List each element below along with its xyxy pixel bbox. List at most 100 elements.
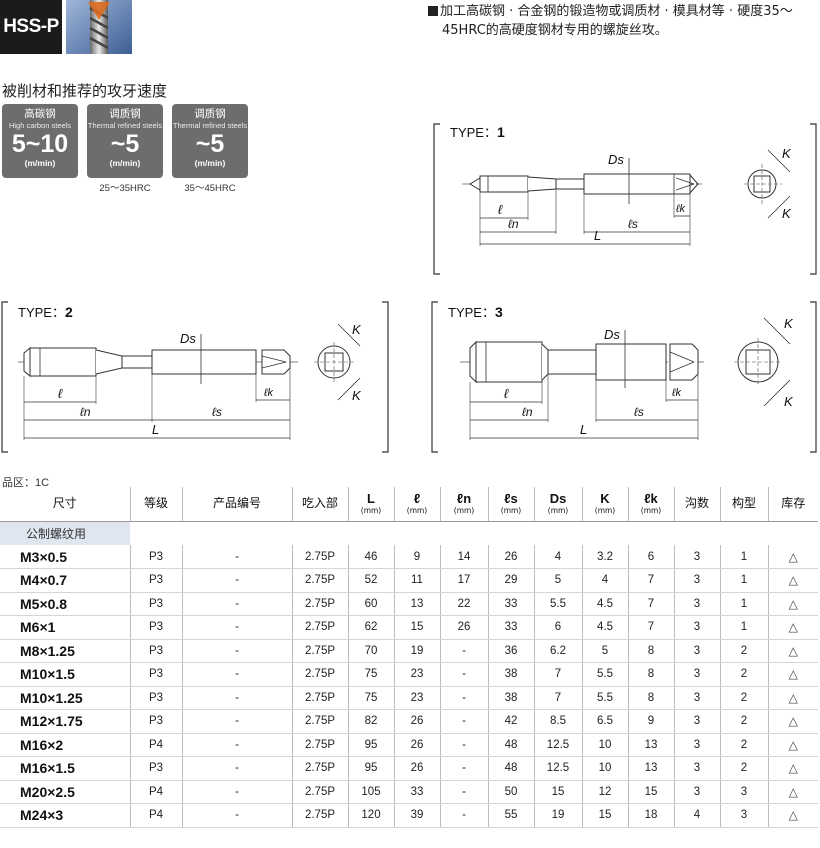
- cell-l: 33: [394, 780, 441, 804]
- cell-grade: P3: [130, 568, 183, 593]
- cell-Ds: 6.2: [534, 639, 583, 663]
- cell-grade: P4: [130, 780, 183, 804]
- ds-label: Ds: [608, 152, 624, 167]
- type-1-number: 1: [497, 124, 505, 140]
- cell-product-no: -: [182, 780, 293, 804]
- spec-table: 尺寸 等级 产品编号 吃入部 L(mm) ℓ(mm) ℓn(mm) ℓs(mm)…: [0, 487, 818, 828]
- k-label-bottom: K: [782, 206, 792, 221]
- cell-grade: P3: [130, 686, 183, 710]
- col-ln-label: ℓn: [456, 491, 472, 507]
- description-line-2: 45HRC的高硬度钢材专用的螺旋丝攻。: [442, 23, 668, 38]
- speed-unit: (m/min): [194, 158, 226, 168]
- cell-ls: 36: [488, 639, 535, 663]
- cell-l: 19: [394, 639, 441, 663]
- cell-type: 3: [720, 803, 769, 828]
- cell-K: 6.5: [582, 709, 629, 734]
- cell-L: 75: [348, 686, 395, 710]
- cell-product-no: -: [182, 686, 293, 710]
- cell-chamfer: 2.75P: [292, 615, 349, 640]
- cell-product-no: -: [182, 709, 293, 734]
- cell-L: 52: [348, 568, 395, 593]
- cell-Ds: 7: [534, 662, 583, 687]
- cell-product-no: -: [182, 545, 293, 569]
- cell-product-no: -: [182, 662, 293, 687]
- product-description: 加工高碳钢 · 合金钢的锻造物或调质材 · 模具材等 · 硬度35～ 45HRC…: [428, 2, 818, 40]
- cell-type: 2: [720, 733, 769, 757]
- unit-label: (mm): [594, 506, 616, 516]
- cell-Ds: 6: [534, 615, 583, 640]
- cell-type: 2: [720, 756, 769, 781]
- cell-product-no: -: [182, 568, 293, 593]
- cell-ln: -: [440, 803, 489, 828]
- cell-l: 15: [394, 615, 441, 640]
- cell-size: M16×1.5: [0, 756, 131, 781]
- cell-type: 3: [720, 780, 769, 804]
- col-l-label: ℓ: [413, 491, 421, 507]
- ln-label: ℓn: [80, 405, 91, 419]
- cell-chamfer: 2.75P: [292, 733, 349, 757]
- cell-l: 23: [394, 686, 441, 710]
- cell-size: M5×0.8: [0, 592, 131, 616]
- cell-flutes: 3: [674, 545, 721, 569]
- cell-type: 2: [720, 686, 769, 710]
- cell-flutes: 3: [674, 639, 721, 663]
- cell-flutes: 3: [674, 662, 721, 687]
- cell-K: 3.2: [582, 545, 629, 569]
- col-type: 构型: [720, 487, 769, 522]
- cell-stock: △: [768, 662, 818, 687]
- col-L: L(mm): [348, 487, 395, 522]
- cell-chamfer: 2.75P: [292, 662, 349, 687]
- cell-stock: △: [768, 615, 818, 640]
- col-ln: ℓn(mm): [440, 487, 489, 522]
- cell-ln: -: [440, 756, 489, 781]
- col-Ds: Ds(mm): [534, 487, 583, 522]
- cell-l: 13: [394, 592, 441, 616]
- cell-chamfer: 2.75P: [292, 780, 349, 804]
- cell-ln: -: [440, 709, 489, 734]
- cell-l: 26: [394, 733, 441, 757]
- L-label: L: [594, 228, 601, 243]
- cell-type: 2: [720, 709, 769, 734]
- cell-Ds: 19: [534, 803, 583, 828]
- cell-ls: 38: [488, 662, 535, 687]
- cell-ls: 48: [488, 733, 535, 757]
- cell-size: M8×1.25: [0, 639, 131, 663]
- cell-chamfer: 2.75P: [292, 568, 349, 593]
- cell-l: 9: [394, 545, 441, 569]
- l-label: ℓ: [58, 386, 63, 401]
- cell-grade: P3: [130, 639, 183, 663]
- speed-unit: (m/min): [109, 158, 141, 168]
- cell-chamfer: 2.75P: [292, 756, 349, 781]
- unit-label: (mm): [547, 506, 569, 516]
- type-1-diagram: TYPE：1 Ds ℓ ℓn ℓs ℓk L: [432, 120, 818, 280]
- cell-Ds: 15: [534, 780, 583, 804]
- cell-flutes: 3: [674, 756, 721, 781]
- k-label-bottom: K: [784, 394, 794, 409]
- cell-ln: -: [440, 639, 489, 663]
- cell-stock: △: [768, 803, 818, 828]
- type-2-prefix: TYPE：: [18, 305, 65, 320]
- cell-ln: 26: [440, 615, 489, 640]
- cell-chamfer: 2.75P: [292, 639, 349, 663]
- col-K-label: K: [600, 491, 610, 507]
- speed-material-en: Thermal refined steels: [87, 121, 163, 130]
- description-line-1: 加工高碳钢 · 合金钢的锻造物或调质材 · 模具材等 · 硬度35～: [440, 4, 793, 19]
- cell-l: 26: [394, 709, 441, 734]
- cell-stock: △: [768, 568, 818, 593]
- cell-size: M4×0.7: [0, 568, 131, 593]
- speed-material-zh: 调质钢: [109, 108, 141, 120]
- cell-product-no: -: [182, 803, 293, 828]
- L-label: L: [152, 422, 159, 437]
- cell-lk: 6: [628, 545, 675, 569]
- speed-box-refined-2: 调质钢 Thermal refined steels ~5 (m/min): [172, 104, 248, 178]
- cell-stock: △: [768, 733, 818, 757]
- cell-chamfer: 2.75P: [292, 545, 349, 569]
- region-label: 品区：1C: [2, 477, 50, 489]
- cell-ln: -: [440, 662, 489, 687]
